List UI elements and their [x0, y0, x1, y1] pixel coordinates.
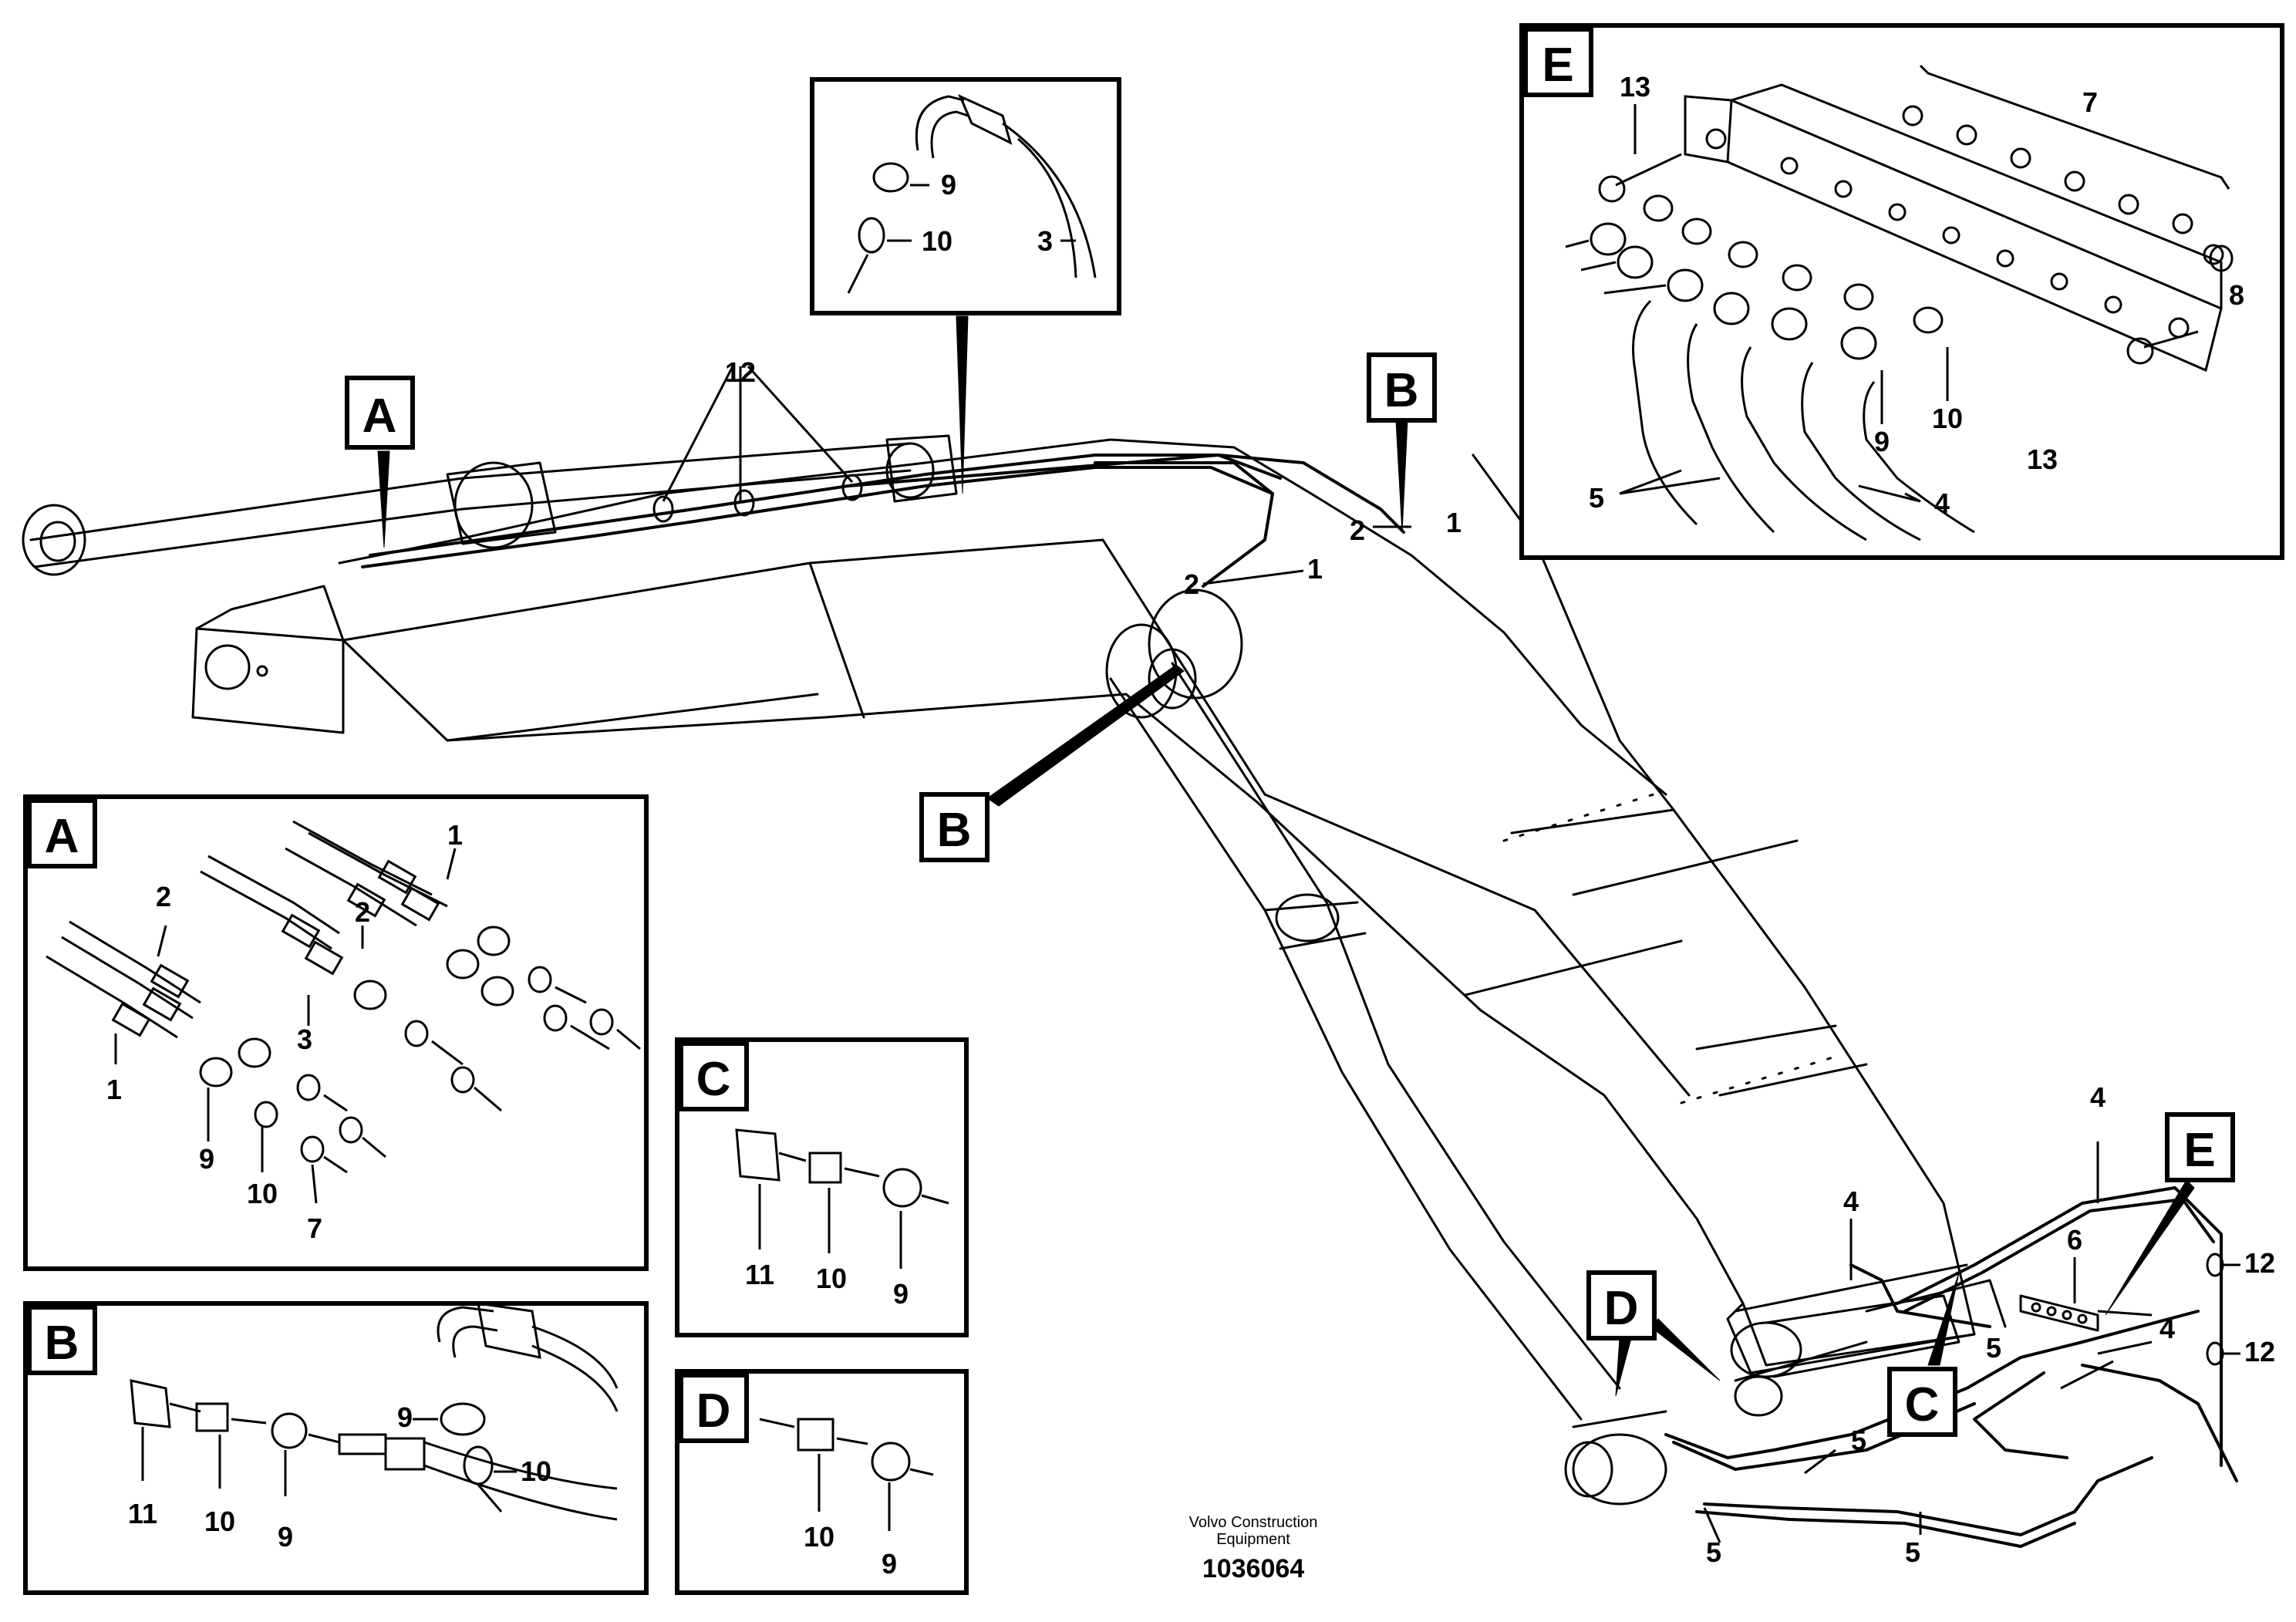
- svg-text:1: 1: [106, 1074, 122, 1105]
- svg-text:E: E: [2183, 1124, 2215, 1177]
- svg-text:10: 10: [204, 1506, 235, 1537]
- svg-text:13: 13: [1620, 71, 1650, 103]
- pointer-d2: [1650, 1318, 1721, 1381]
- svg-text:D: D: [1604, 1282, 1639, 1335]
- inset-d: D 10 9: [675, 1369, 969, 1595]
- company-line1: Volvo Construction: [1189, 1514, 1318, 1531]
- svg-text:1: 1: [447, 819, 463, 851]
- boom-clips: [652, 474, 863, 523]
- svg-text:5: 5: [1905, 1536, 1920, 1568]
- svg-text:D: D: [696, 1384, 731, 1438]
- svg-text:11: 11: [128, 1498, 157, 1529]
- svg-text:1: 1: [1446, 507, 1462, 538]
- tag-d-main: D: [1586, 1270, 1657, 1340]
- tag-b-lower: B: [919, 792, 990, 862]
- svg-text:10: 10: [922, 225, 952, 257]
- svg-text:2: 2: [1184, 568, 1199, 600]
- pointer-a: [377, 450, 390, 548]
- svg-text:9: 9: [893, 1278, 909, 1310]
- svg-text:3: 3: [297, 1023, 312, 1055]
- inset-b: B 9 10 11 10: [23, 1301, 649, 1595]
- svg-text:9: 9: [397, 1401, 413, 1433]
- inset-c: C 11 10 9: [675, 1037, 969, 1337]
- footer: Volvo Construction Equipment 1036064: [1189, 1514, 1318, 1583]
- svg-text:5: 5: [1851, 1425, 1866, 1456]
- svg-text:4: 4: [1934, 487, 1950, 519]
- svg-text:12: 12: [2244, 1247, 2275, 1279]
- svg-text:9: 9: [1874, 426, 1890, 457]
- svg-text:5: 5: [1706, 1536, 1721, 1568]
- svg-text:5: 5: [1589, 482, 1604, 514]
- pointer-d: [1615, 1337, 1632, 1397]
- pointer-e: [2105, 1179, 2195, 1316]
- svg-text:11: 11: [745, 1259, 774, 1290]
- svg-text:9: 9: [882, 1548, 897, 1580]
- svg-text:8: 8: [2229, 279, 2244, 311]
- svg-text:E: E: [1542, 39, 1573, 92]
- drawing-number: 1036064: [1202, 1554, 1304, 1583]
- inset-a: A: [23, 794, 649, 1271]
- svg-text:5: 5: [1986, 1332, 2001, 1364]
- boom-hoses: [361, 454, 1405, 588]
- svg-text:12: 12: [725, 356, 756, 388]
- manifold-block: [2019, 1294, 2099, 1332]
- svg-text:9: 9: [278, 1521, 293, 1553]
- tag-a-main: A: [345, 376, 415, 450]
- svg-text:C: C: [1905, 1378, 1940, 1431]
- svg-text:2: 2: [156, 881, 171, 912]
- company-line2: Equipment: [1216, 1531, 1290, 1548]
- svg-text:B: B: [937, 804, 972, 857]
- svg-text:B: B: [1384, 364, 1419, 417]
- arm-cylinder: [22, 434, 958, 576]
- svg-text:1: 1: [1307, 553, 1323, 585]
- svg-text:10: 10: [521, 1455, 551, 1487]
- svg-text:10: 10: [247, 1178, 278, 1209]
- tag-e-main: E: [2165, 1112, 2235, 1182]
- inset-e: E: [1519, 23, 2284, 560]
- pointer-b-low: [986, 664, 1185, 807]
- svg-text:B: B: [45, 1317, 79, 1370]
- svg-text:13: 13: [2027, 443, 2058, 475]
- tag-b-upper: B: [1367, 352, 1437, 423]
- arm-nose-assembly: [1730, 1279, 2007, 1417]
- pointer-b-top: [1395, 420, 1408, 533]
- inset-top-hose: 9 10 3: [810, 77, 1121, 315]
- svg-text:2: 2: [1350, 514, 1365, 546]
- svg-text:10: 10: [816, 1263, 847, 1294]
- svg-text:10: 10: [804, 1521, 834, 1553]
- svg-text:4: 4: [2159, 1313, 2175, 1344]
- svg-text:10: 10: [1932, 403, 1963, 434]
- svg-text:4: 4: [2090, 1081, 2106, 1113]
- svg-text:A: A: [45, 810, 79, 863]
- svg-text:4: 4: [1843, 1185, 1859, 1217]
- svg-text:2: 2: [355, 896, 370, 928]
- svg-text:12: 12: [2244, 1336, 2275, 1367]
- svg-text:A: A: [362, 389, 397, 443]
- main-callouts: 12 2 1 2 1 4 4 6 4 5 12 12 5 5 5: [725, 356, 2275, 1568]
- svg-text:3: 3: [1037, 225, 1053, 257]
- svg-text:9: 9: [941, 169, 956, 201]
- pointer-inset-top: [956, 315, 969, 494]
- svg-text:9: 9: [199, 1143, 214, 1175]
- svg-text:6: 6: [2067, 1224, 2082, 1256]
- svg-text:7: 7: [2082, 86, 2098, 118]
- svg-text:7: 7: [307, 1212, 322, 1244]
- boom-structure: [191, 438, 1976, 1374]
- boom-cylinder: [1105, 588, 1667, 1506]
- svg-text:C: C: [696, 1053, 731, 1106]
- pointer-c: [1927, 1272, 1960, 1366]
- tag-c-main: C: [1887, 1367, 1957, 1437]
